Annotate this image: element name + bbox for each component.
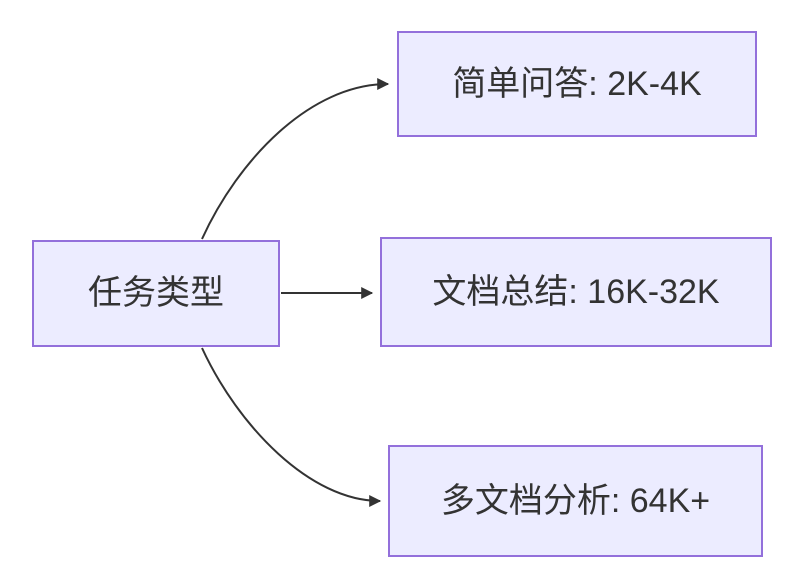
node-multi-doc-analysis-label: 多文档分析: 64K+ xyxy=(440,481,711,520)
node-task-type-label: 任务类型 xyxy=(88,274,224,313)
edge-root-to-branch3 xyxy=(201,347,382,507)
node-task-type: 任务类型 xyxy=(32,240,280,347)
node-doc-summary-label: 文档总结: 16K-32K xyxy=(432,272,720,311)
node-simple-qa: 简单问答: 2K-4K xyxy=(397,31,757,137)
edge-root-to-branch1 xyxy=(201,78,390,240)
node-multi-doc-analysis: 多文档分析: 64K+ xyxy=(388,445,763,557)
node-simple-qa-label: 简单问答: 2K-4K xyxy=(452,64,702,103)
node-doc-summary: 文档总结: 16K-32K xyxy=(380,237,772,347)
